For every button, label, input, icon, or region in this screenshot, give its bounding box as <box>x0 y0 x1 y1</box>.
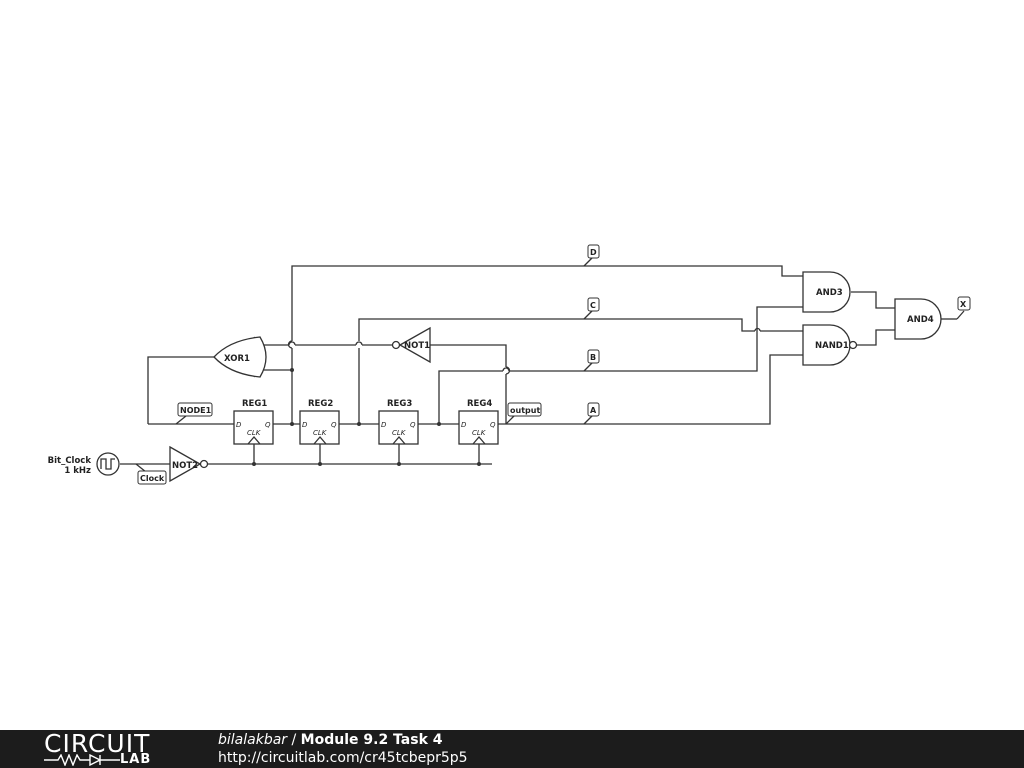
net-label-d[interactable]: D <box>583 244 600 267</box>
junction-dots <box>252 368 481 466</box>
reg1-label: REG1 <box>242 399 267 409</box>
svg-text:D: D <box>590 248 597 257</box>
and4-label: AND4 <box>907 315 934 325</box>
bit-clock-source[interactable]: Bit_Clock 1 kHz <box>48 452 120 476</box>
net-label-c[interactable]: C <box>583 297 600 320</box>
reg3-clk-pin: CLK <box>392 429 407 437</box>
reg2-label: REG2 <box>308 399 333 409</box>
net-label-b[interactable]: B <box>583 349 600 372</box>
net-label-a[interactable]: A <box>583 402 600 425</box>
net-label-output[interactable]: output <box>505 402 542 425</box>
circuitlab-logo-text[interactable]: CIRCUIT <box>44 729 151 758</box>
reg1[interactable]: REG1 D Q CLK <box>233 399 274 445</box>
circuit-title[interactable]: Module 9.2 Task 4 <box>300 732 443 748</box>
footer-bar: CIRCUIT LAB bilalakbar / Module 9.2 Task… <box>0 730 1024 768</box>
reg2-clk-pin: CLK <box>313 429 328 437</box>
svg-text:output: output <box>510 406 540 415</box>
reg2-d-pin: D <box>302 421 308 429</box>
reg2[interactable]: REG2 D Q CLK <box>299 399 340 445</box>
not2-label: NOT2 <box>172 461 198 471</box>
reg4-clk-pin: CLK <box>472 429 487 437</box>
bit-clock-name: Bit_Clock <box>48 456 92 466</box>
author-title-line: bilalakbar / Module 9.2 Task 4 <box>218 731 443 749</box>
and4-gate[interactable]: AND4 <box>894 298 942 340</box>
reg3-d-pin: D <box>381 421 387 429</box>
reg1-clk-pin: CLK <box>247 429 262 437</box>
bit-clock-frequency: 1 kHz <box>64 466 91 476</box>
not2-gate[interactable]: NOT2 <box>169 445 209 483</box>
and3-label: AND3 <box>816 288 843 298</box>
circuit-url[interactable]: http://circuitlab.com/cr45tcbepr5p5 <box>218 750 468 766</box>
reg3[interactable]: REG3 D Q CLK <box>378 399 419 445</box>
reg1-q-pin: Q <box>265 421 271 429</box>
circuit-schematic: XOR1 NOT1 REG1 D Q CLK REG2 D Q CLK REG3… <box>48 244 971 485</box>
wire-crossovers <box>287 327 761 375</box>
svg-text:A: A <box>590 406 597 415</box>
svg-text:C: C <box>590 301 596 310</box>
not1-label: NOT1 <box>404 341 430 351</box>
separator: / <box>287 732 301 748</box>
reg1-d-pin: D <box>236 421 242 429</box>
net-label-clock[interactable]: Clock <box>135 463 167 485</box>
reg2-q-pin: Q <box>331 421 337 429</box>
svg-text:NODE1: NODE1 <box>180 406 212 415</box>
reg3-label: REG3 <box>387 399 412 409</box>
nand1-gate[interactable]: NAND1 <box>802 324 858 366</box>
svg-text:Clock: Clock <box>140 474 165 483</box>
author-link[interactable]: bilalakbar <box>218 732 288 748</box>
svg-text:X: X <box>960 300 967 309</box>
square-wave-icon <box>100 458 115 470</box>
xor1-label: XOR1 <box>224 354 250 364</box>
reg4-label: REG4 <box>467 399 492 409</box>
circuitlab-logo-lab: LAB <box>120 752 152 767</box>
net-label-x[interactable]: X <box>956 296 971 320</box>
not1-gate[interactable]: NOT1 <box>391 326 431 364</box>
reg4-d-pin: D <box>461 421 467 429</box>
reg3-q-pin: Q <box>410 421 416 429</box>
resistor-diode-logo-icon <box>44 754 120 766</box>
net-label-node1[interactable]: NODE1 <box>175 402 213 425</box>
and3-gate[interactable]: AND3 <box>802 271 851 313</box>
nand1-label: NAND1 <box>815 341 849 351</box>
xor1-gate[interactable]: XOR1 <box>213 336 267 378</box>
svg-text:B: B <box>590 353 596 362</box>
reg4[interactable]: REG4 D Q CLK <box>458 399 499 445</box>
reg4-q-pin: Q <box>490 421 496 429</box>
